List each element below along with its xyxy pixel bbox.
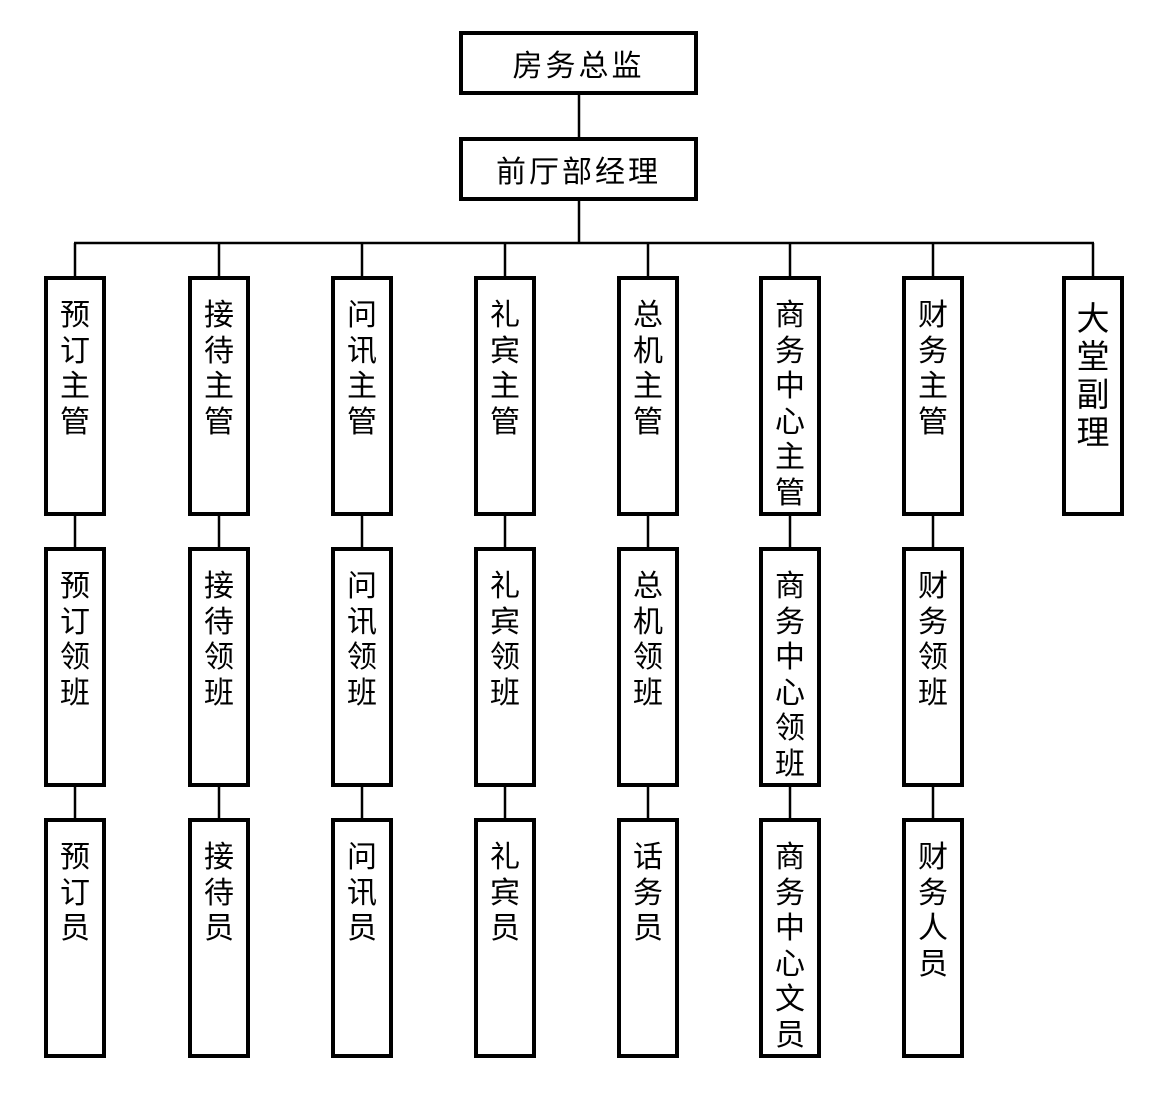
- node-supervisor-5: 总 机 主 管: [617, 276, 679, 516]
- node-supervisor-8: 大 堂 副 理: [1062, 276, 1124, 516]
- node-leader-3-label: 问 讯 领 班: [347, 569, 377, 711]
- node-staff-7-label: 财 务 人 员: [918, 840, 948, 982]
- node-staff-1-label: 预 订 员: [60, 840, 90, 946]
- node-staff-5: 话 务 员: [617, 818, 679, 1058]
- node-leader-7-label: 财 务 领 班: [918, 569, 948, 711]
- node-supervisor-5-label: 总 机 主 管: [633, 298, 663, 440]
- node-staff-2: 接 待 员: [188, 818, 250, 1058]
- node-leader-4: 礼 宾 领 班: [474, 547, 536, 787]
- node-supervisor-6-label: 商 务 中 心 主 管: [775, 298, 805, 511]
- node-leader-4-label: 礼 宾 领 班: [490, 569, 520, 711]
- node-staff-5-label: 话 务 员: [633, 840, 663, 946]
- node-leader-7: 财 务 领 班: [902, 547, 964, 787]
- node-supervisor-6: 商 务 中 心 主 管: [759, 276, 821, 516]
- node-supervisor-2: 接 待 主 管: [188, 276, 250, 516]
- node-supervisor-3: 问 讯 主 管: [331, 276, 393, 516]
- node-staff-4: 礼 宾 员: [474, 818, 536, 1058]
- node-leader-5-label: 总 机 领 班: [633, 569, 663, 711]
- node-director: 房务总监: [459, 31, 698, 95]
- node-staff-4-label: 礼 宾 员: [490, 840, 520, 946]
- node-staff-6: 商 务 中 心 文 员: [759, 818, 821, 1058]
- node-staff-3: 问 讯 员: [331, 818, 393, 1058]
- node-supervisor-7-label: 财 务 主 管: [918, 298, 948, 440]
- node-leader-3: 问 讯 领 班: [331, 547, 393, 787]
- node-supervisor-1: 预 订 主 管: [44, 276, 106, 516]
- node-staff-6-label: 商 务 中 心 文 员: [775, 840, 805, 1053]
- node-supervisor-7: 财 务 主 管: [902, 276, 964, 516]
- node-leader-6-label: 商 务 中 心 领 班: [775, 569, 805, 782]
- node-supervisor-1-label: 预 订 主 管: [60, 298, 90, 440]
- node-staff-7: 财 务 人 员: [902, 818, 964, 1058]
- node-leader-1-label: 预 订 领 班: [60, 569, 90, 711]
- node-supervisor-2-label: 接 待 主 管: [204, 298, 234, 440]
- node-supervisor-8-label: 大 堂 副 理: [1076, 299, 1110, 452]
- node-manager-label: 前厅部经理: [496, 155, 661, 190]
- node-leader-2: 接 待 领 班: [188, 547, 250, 787]
- node-leader-5: 总 机 领 班: [617, 547, 679, 787]
- node-leader-2-label: 接 待 领 班: [204, 569, 234, 711]
- node-supervisor-3-label: 问 讯 主 管: [347, 298, 377, 440]
- node-staff-3-label: 问 讯 员: [347, 840, 377, 946]
- node-leader-6: 商 务 中 心 领 班: [759, 547, 821, 787]
- node-leader-1: 预 订 领 班: [44, 547, 106, 787]
- node-supervisor-4: 礼 宾 主 管: [474, 276, 536, 516]
- node-manager: 前厅部经理: [459, 137, 698, 201]
- node-supervisor-4-label: 礼 宾 主 管: [490, 298, 520, 440]
- node-staff-1: 预 订 员: [44, 818, 106, 1058]
- node-director-label: 房务总监: [512, 49, 645, 84]
- node-staff-2-label: 接 待 员: [204, 840, 234, 946]
